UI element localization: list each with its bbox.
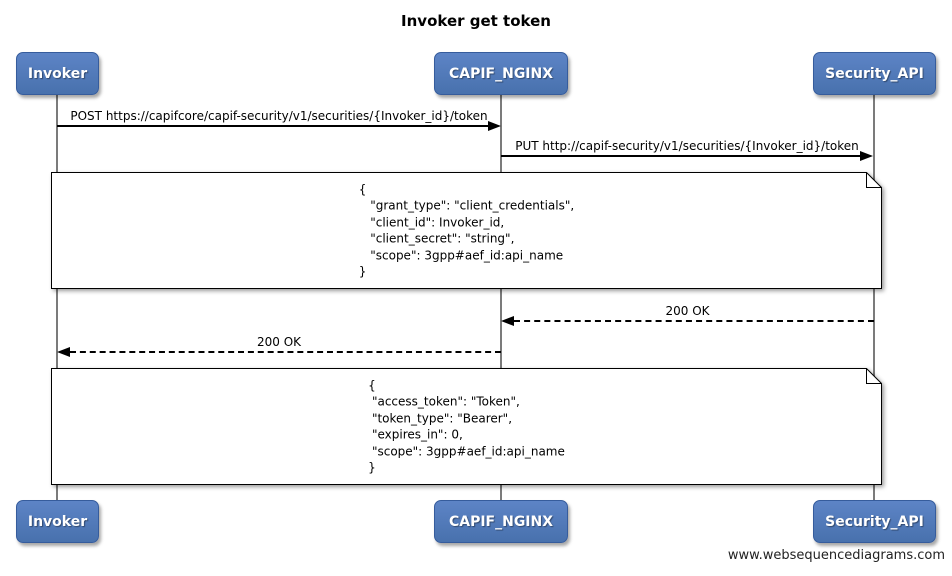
actor-label: CAPIF_NGINX <box>448 65 554 82</box>
actor-box-security-api-bottom: Security_API <box>813 500 936 543</box>
note-outline <box>51 368 882 485</box>
arrowhead-left-icon <box>57 347 70 357</box>
message-line-post-token <box>57 125 489 127</box>
actor-label: Security_API <box>825 513 924 530</box>
actor-label: Invoker <box>27 513 88 530</box>
actor-box-invoker-top: Invoker <box>16 52 99 95</box>
actor-label: CAPIF_NGINX <box>448 513 554 530</box>
actor-box-capif-nginx-bottom: CAPIF_NGINX <box>434 500 568 543</box>
message-line-200ok-capif <box>70 351 501 353</box>
message-line-put-token <box>501 155 860 157</box>
actor-label: Invoker <box>27 65 88 82</box>
arrowhead-right-icon <box>488 121 501 131</box>
lifeline-capif-nginx <box>500 95 502 500</box>
message-label-put-token: PUT http://capif-security/v1/securities/… <box>515 139 859 153</box>
actor-label: Security_API <box>825 65 924 82</box>
note-request-body: { "grant_type": "client_credentials", "c… <box>51 172 882 289</box>
actor-box-capif-nginx-top: CAPIF_NGINX <box>434 52 568 95</box>
lifeline-security-api <box>873 95 875 500</box>
lifeline-invoker <box>56 95 58 500</box>
note-text: { "grant_type": "client_credentials", "c… <box>358 182 575 279</box>
message-label-200ok-security: 200 OK <box>665 304 710 318</box>
message-label-200ok-capif: 200 OK <box>256 335 302 349</box>
message-label-post-token: POST https://capifcore/capif-security/v1… <box>70 109 488 123</box>
actor-box-security-api-top: Security_API <box>813 52 936 95</box>
note-text: { "access_token": "Token", "token_type":… <box>368 378 565 475</box>
watermark: www.websequencediagrams.com <box>727 548 945 563</box>
actor-box-invoker-bottom: Invoker <box>16 500 99 543</box>
arrowhead-right-icon <box>860 151 873 161</box>
note-outline <box>51 172 882 289</box>
note-response-body: { "access_token": "Token", "token_type":… <box>51 368 882 485</box>
arrowhead-left-icon <box>501 316 514 326</box>
diagram-title: Invoker get token <box>401 12 551 30</box>
message-line-200ok-security <box>514 320 874 322</box>
